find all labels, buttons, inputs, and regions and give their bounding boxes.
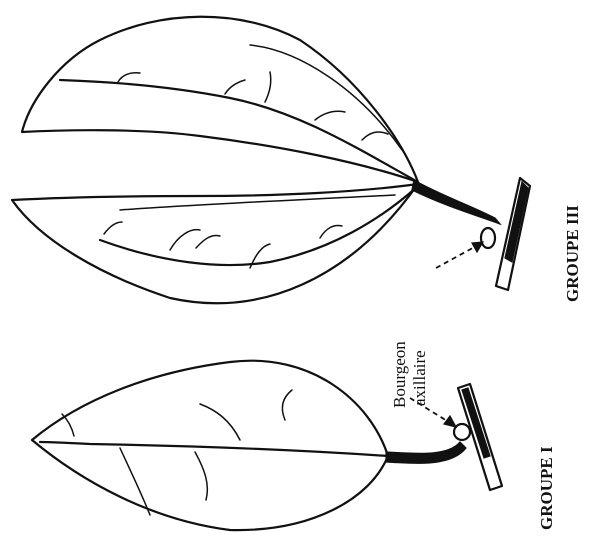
group-3-lower-leaf-vein xyxy=(104,222,122,234)
group-1-leaf-vein xyxy=(120,448,150,515)
group-1-drawing xyxy=(32,361,502,530)
group-1-leaf-midrib xyxy=(40,442,388,456)
group-3-axillary-bud xyxy=(481,228,495,248)
group-3-drawing xyxy=(12,17,530,303)
group-1-leaf-outline xyxy=(32,361,388,530)
bud-label-line-1: Bourgeon xyxy=(390,341,409,408)
group-1-label: GROUPE I xyxy=(537,446,556,530)
group-1-leaf-vein xyxy=(200,404,240,440)
group-3-bud-arrow xyxy=(436,244,480,268)
group-3-lower-leaf-vein xyxy=(320,226,342,239)
group-3-label: GROUPE III xyxy=(563,205,582,302)
group-1-leaf-vein xyxy=(282,390,292,420)
bud-label-line-2: axillaire xyxy=(410,350,429,406)
group-3-bud-arrowhead xyxy=(472,242,483,252)
group-3-petiole xyxy=(412,180,500,224)
group-3-lower-leaf-vein xyxy=(196,236,220,249)
group-3-upper-leaf-vein xyxy=(362,132,388,140)
group-3-upper-leaf-vein xyxy=(225,80,245,94)
group-1-leaf-vein xyxy=(195,452,207,500)
group-3-lower-leaf-outline xyxy=(12,184,418,303)
group-1-bud-arrowhead xyxy=(444,416,456,427)
group-3-lower-leaf-vein xyxy=(170,230,200,250)
group-3-upper-leaf-vein xyxy=(315,111,345,120)
group-1-axillary-bud xyxy=(454,424,470,440)
group-3-upper-leaf-vein xyxy=(118,73,140,82)
group-1-petiole xyxy=(386,442,466,463)
group-3-upper-leaf-vein xyxy=(265,72,271,102)
group-3-lower-leaf-vein xyxy=(120,195,395,210)
